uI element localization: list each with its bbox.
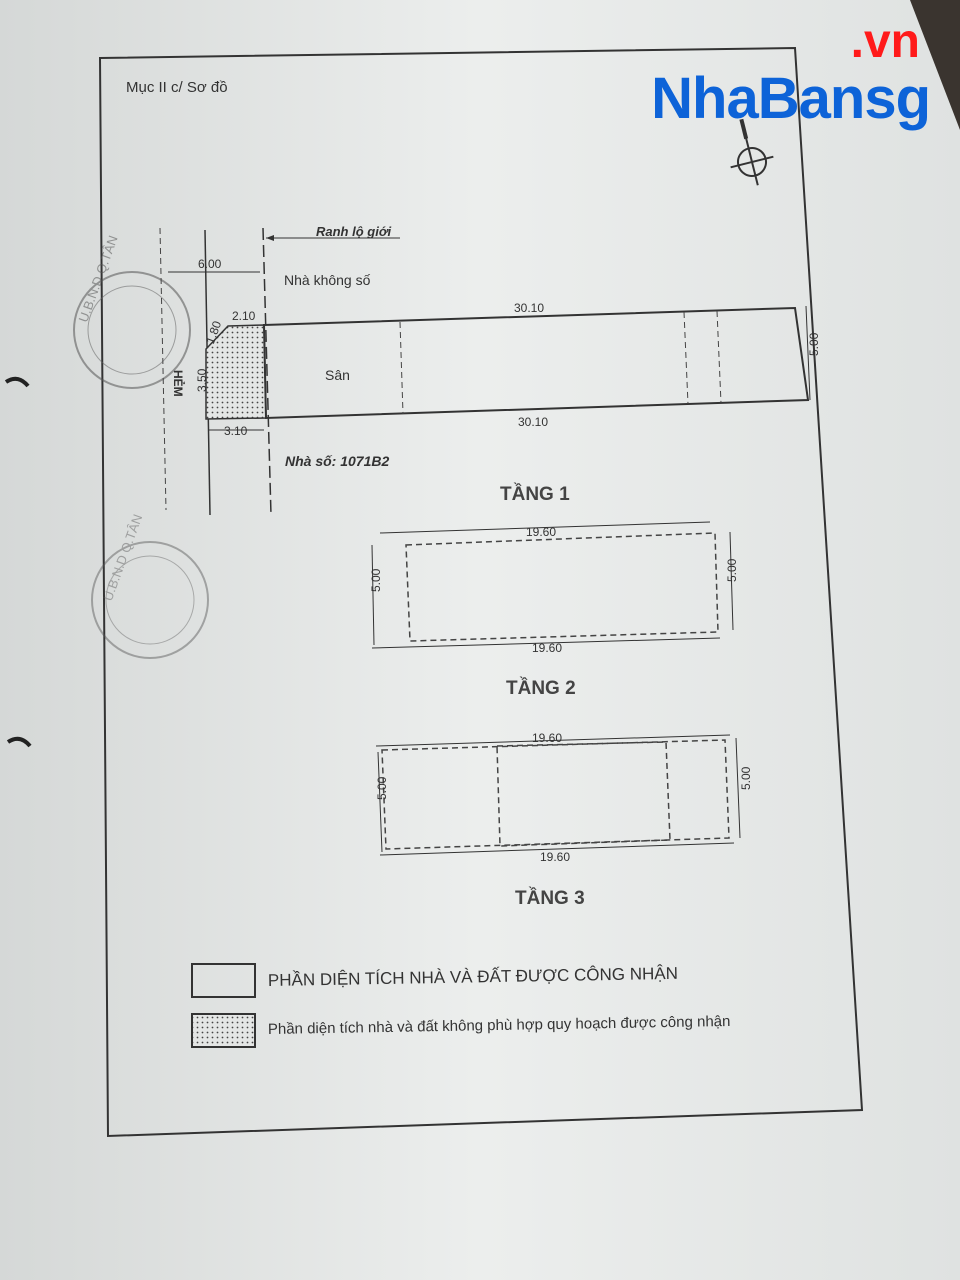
floor-3-width-left: 5.00 bbox=[375, 776, 389, 800]
legend-swatch-non-compliant bbox=[191, 1013, 256, 1048]
legend-swatch-recognized bbox=[191, 963, 256, 998]
yard-label: Sân bbox=[325, 367, 350, 383]
boundary-label: Ranh lộ giới bbox=[316, 224, 392, 239]
non-compliant-area bbox=[205, 324, 267, 420]
watermark-brand: NhaBansg bbox=[651, 66, 931, 131]
floor-3-width-right: 5.00 bbox=[739, 766, 753, 790]
floor-3-len-bottom: 19.60 bbox=[540, 850, 570, 864]
dim-front-side: 3.50 bbox=[195, 368, 209, 392]
neighbor-top: Nhà không số bbox=[284, 272, 371, 288]
compass-icon bbox=[730, 118, 774, 186]
floor-3-len-top: 19.60 bbox=[532, 731, 562, 745]
road-width: 6.00 bbox=[198, 257, 222, 271]
alley-label: HẺM bbox=[171, 370, 186, 397]
floor-2-plan: 19.60 19.60 5.00 5.00 TẦNG 2 bbox=[369, 521, 739, 699]
lot-outline bbox=[262, 306, 810, 420]
watermark-logo: .vn NhaBansg bbox=[630, 15, 931, 138]
dim-length-top: 30.10 bbox=[514, 301, 544, 315]
binder-hole-top bbox=[4, 376, 30, 388]
site-plan: Ranh lộ giới 6.00 Nhà không số Sân HẺM 2… bbox=[159, 224, 821, 516]
dim-length-bottom: 30.10 bbox=[518, 415, 548, 429]
floor-1-title: TẦNG 1 bbox=[500, 483, 570, 505]
section-label: Mục II c/ Sơ đồ bbox=[126, 79, 228, 96]
floor-2-len-top: 19.60 bbox=[526, 525, 556, 539]
neighbor-bottom: Nhà số: 1071B2 bbox=[285, 453, 389, 469]
floor-2-title: TẦNG 2 bbox=[506, 677, 576, 699]
binder-hole-bottom bbox=[6, 736, 32, 748]
watermark-tld: .vn bbox=[850, 15, 920, 68]
drawing-frame bbox=[98, 46, 864, 1138]
floor-3-title: TẦNG 3 bbox=[515, 887, 585, 909]
floor-2-width-left: 5.00 bbox=[369, 568, 383, 592]
floor-3-plan: 19.60 19.60 5.00 5.00 TẦNG 3 bbox=[375, 731, 753, 909]
dim-front-top: 2.10 bbox=[232, 309, 256, 323]
dim-front-bottom: 3.10 bbox=[224, 424, 248, 438]
floor-2-len-bottom: 19.60 bbox=[532, 641, 562, 655]
floor-2-width-right: 5.00 bbox=[725, 558, 739, 582]
dim-width: 5.00 bbox=[807, 332, 821, 356]
